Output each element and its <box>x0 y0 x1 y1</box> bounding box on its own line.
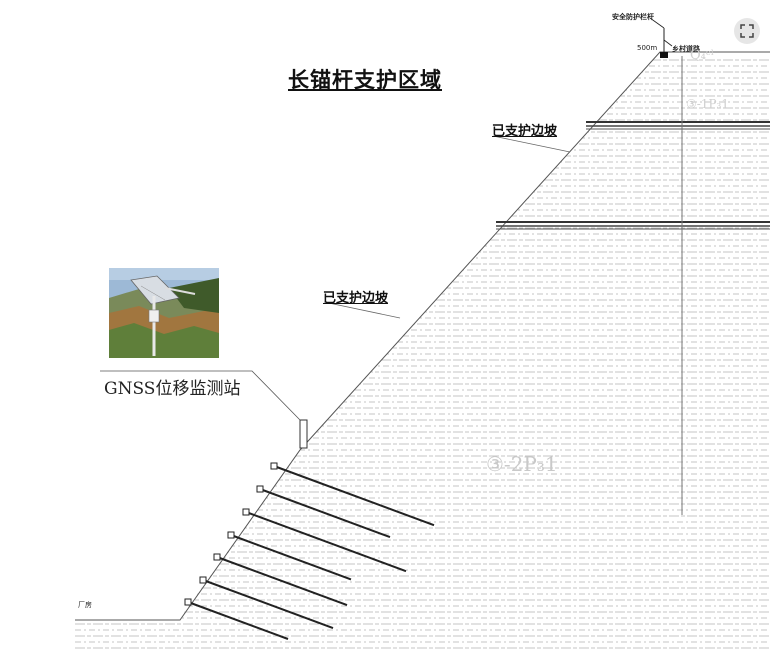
anchor-rods <box>184 462 435 640</box>
barrier-label: 安全防护栏杆 <box>612 13 654 21</box>
geology-unit-main: ③-2P₃1 <box>486 452 558 476</box>
gnss-station-photo <box>109 268 219 358</box>
anchor-head <box>213 553 221 561</box>
anchor-rod <box>259 488 391 539</box>
slope-label-upper: 已支护边坡 <box>492 124 558 139</box>
expand-arrows-icon <box>740 24 754 38</box>
slope-surface-line <box>75 51 770 621</box>
anchor-rod <box>216 556 348 607</box>
anchor-rod <box>187 601 289 640</box>
geology-unit-top: Q₄ᵉˡ <box>690 48 715 63</box>
bottom-left-label: 厂房 <box>78 601 92 609</box>
lower-slope-leader <box>323 301 401 319</box>
distance-label: 500m <box>637 44 658 52</box>
anchor-head <box>199 576 207 584</box>
anchor-rod <box>245 511 407 573</box>
geology-unit-upper: ③-1P₃1 <box>686 97 729 111</box>
rock-layer-bands <box>496 121 770 230</box>
anchor-head <box>270 462 278 470</box>
anchor-rod <box>230 534 352 581</box>
gnss-station-post <box>100 370 308 449</box>
upper-slope-leader <box>492 135 571 153</box>
anchor-head <box>242 508 250 516</box>
anchor-head <box>227 531 235 539</box>
anchor-rod <box>273 465 435 527</box>
slope-label-lower: 已支护边坡 <box>323 291 389 306</box>
anchor-head <box>256 485 264 493</box>
road-label: 乡村道路 <box>672 45 700 53</box>
page-title: 长锚杆支护区域 <box>288 68 442 92</box>
anchor-rod <box>202 579 334 630</box>
gnss-station-label: GNSS位移监测站 <box>104 379 241 399</box>
expand-button[interactable] <box>734 18 760 44</box>
barrier-marker <box>649 17 673 58</box>
anchor-head <box>184 598 192 606</box>
